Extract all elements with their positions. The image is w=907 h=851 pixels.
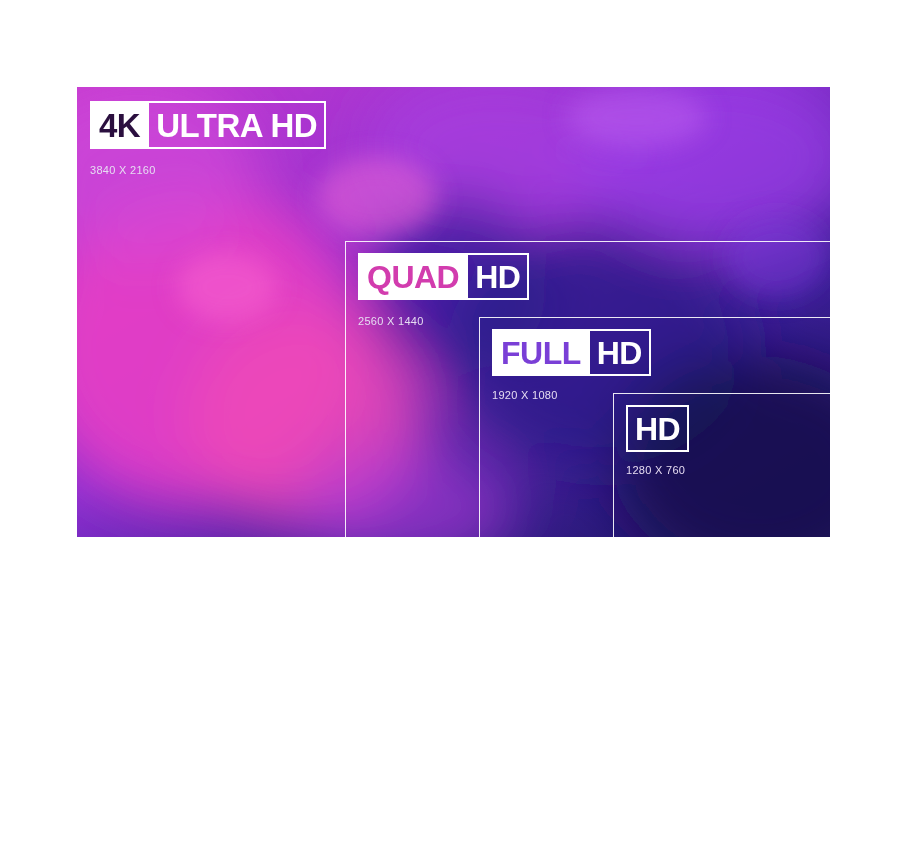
format-badge: FULLHD: [492, 329, 651, 376]
badge-filled-word: QUAD: [358, 253, 468, 300]
badge-outlined-word: HD: [590, 329, 651, 376]
resolution-frame: HD 1280 X 760: [613, 393, 830, 537]
format-badge: HD: [626, 405, 689, 452]
badge-filled-word: 4K: [90, 101, 149, 149]
resolution-image: 4KULTRA HD3840 X 2160QUADHD2560 X 1440FU…: [77, 87, 830, 537]
format-badge: 4KULTRA HD: [90, 101, 326, 149]
resolution-value: 1920 X 1080: [492, 389, 558, 401]
resolution-value: 2560 X 1440: [358, 315, 424, 327]
format-badge: QUADHD: [358, 253, 529, 300]
badge-outlined-word: HD: [626, 405, 689, 452]
cloud-illustration: [77, 87, 830, 537]
badge-outlined-word: HD: [468, 253, 529, 300]
badge-outlined-word: ULTRA HD: [149, 101, 326, 149]
resolution-frame: QUADHD2560 X 1440FULLHD1920 X 1080HD1280…: [345, 241, 830, 537]
resolution-value: 1280 X 760: [626, 464, 685, 476]
resolution-value: 3840 X 2160: [90, 164, 156, 176]
resolution-frame: FULLHD1920 X 1080HD1280 X 760: [479, 317, 830, 537]
badge-filled-word: FULL: [492, 329, 590, 376]
